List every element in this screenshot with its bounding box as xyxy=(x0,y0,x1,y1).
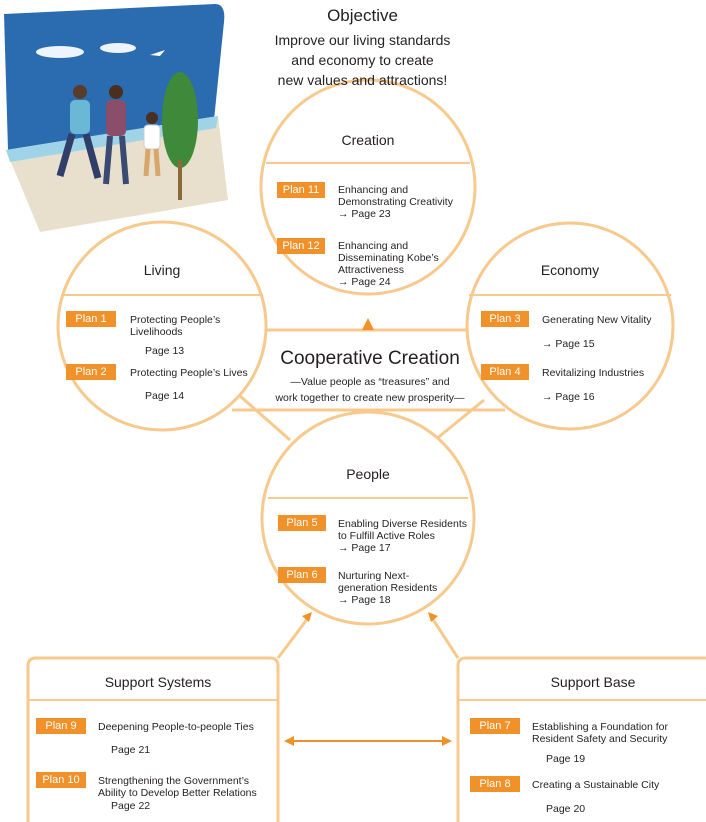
objective-line-2: and economy to create xyxy=(291,52,434,68)
mother-head xyxy=(109,85,123,99)
plan-7-text: Establishing a Foundation for Resident S… xyxy=(532,721,668,745)
plan-5-line-2: to Fulfill Active Roles xyxy=(338,530,435,542)
plan-6-tag: Plan 6 xyxy=(278,567,326,583)
plan-2-tag: Plan 2 xyxy=(66,364,116,380)
cooperative-creation-subtitle-2: work together to create new prosperity— xyxy=(275,392,465,404)
connector-systems-people xyxy=(276,617,310,659)
plan-7-line-1: Establishing a Foundation for xyxy=(532,721,669,733)
arrow-left-icon xyxy=(284,736,294,746)
plan-5-line-1: Enabling Diverse Residents xyxy=(338,518,467,530)
plan-11-text: Enhancing and Demonstrating Creativity →… xyxy=(338,184,453,220)
plan-1-line-2: Livelihoods xyxy=(130,326,183,338)
plan-6-text: Nurturing Next- generation Residents → P… xyxy=(338,570,437,606)
plan-12-line-2: Disseminating Kobe’s xyxy=(338,252,439,264)
plan-1-page: Page 13 xyxy=(145,345,185,357)
plan-10-page: Page 22 xyxy=(111,800,151,812)
plane-icon xyxy=(150,50,165,56)
plan-4-line-1: Revitalizing Industries xyxy=(542,367,645,379)
plan-9-tag: Plan 9 xyxy=(36,718,86,734)
plan-11-line-2: Demonstrating Creativity xyxy=(338,196,453,208)
plan-6-page: → Page 18 xyxy=(338,594,391,606)
plan-6-line-1: Nurturing Next- xyxy=(338,570,410,582)
plan-3-line-1: Generating New Vitality xyxy=(542,314,652,326)
plan-4-page: → Page 16 xyxy=(542,391,595,403)
arrow-icon-left xyxy=(302,612,312,622)
arrow-right-icon xyxy=(442,736,452,746)
child-body xyxy=(143,124,161,150)
plan-8-tag: Plan 8 xyxy=(470,776,520,792)
plan-10-line-2: Ability to Develop Better Relations xyxy=(98,787,257,799)
objective-line-1: Improve our living standards xyxy=(274,32,451,48)
plan-12-page: → Page 24 xyxy=(338,276,391,288)
plan-7-line-2: Resident Safety and Security xyxy=(532,733,668,745)
plan-12-line-1: Enhancing and xyxy=(338,240,409,252)
child-head xyxy=(146,112,158,124)
mother-legs xyxy=(103,135,129,185)
plan-3-tag: Plan 3 xyxy=(481,311,529,327)
support-systems-title: Support Systems xyxy=(104,674,212,690)
family-illustration xyxy=(4,4,228,232)
connector-economy-people xyxy=(434,398,485,442)
plan-1-line-1: Protecting People’s xyxy=(130,314,221,326)
plan-2-page: Page 14 xyxy=(145,390,185,402)
plan-5-tag: Plan 5 xyxy=(278,515,326,531)
cloud-shape xyxy=(36,46,84,58)
support-base-box xyxy=(456,656,706,822)
plan-8-line-1: Creating a Sustainable City xyxy=(532,779,660,791)
plan-12-tag: Plan 12 xyxy=(277,238,325,254)
arrow-icon-right xyxy=(428,612,438,622)
plan-7-tag: Plan 7 xyxy=(470,718,520,734)
plan-3-page: → Page 15 xyxy=(542,338,595,350)
father-legs xyxy=(56,133,102,179)
plan-11-page: → Page 23 xyxy=(338,208,391,220)
plan-7-page: Page 19 xyxy=(546,753,586,765)
creation-title: Creation xyxy=(341,132,395,148)
objective-line-3: new values and attractions! xyxy=(277,72,448,88)
people-title: People xyxy=(346,466,390,482)
plan-10-tag: Plan 10 xyxy=(36,772,86,788)
objective-title: Objective xyxy=(327,6,398,25)
plan-2-line-1: Protecting People’s Lives xyxy=(130,367,248,379)
plan-12-line-3: Attractiveness xyxy=(338,264,404,276)
connector-living-people xyxy=(239,394,291,442)
tree-shape xyxy=(162,72,198,168)
plan-11-tag: Plan 11 xyxy=(277,182,325,198)
father-head xyxy=(73,85,87,99)
plan-10-line-1: Strengthening the Government’s xyxy=(98,775,249,787)
living-title: Living xyxy=(143,262,181,278)
plan-9-page: Page 21 xyxy=(111,744,151,756)
support-base-title: Support Base xyxy=(550,674,636,690)
plan-9-line-1: Deepening People-to-people Ties xyxy=(98,721,254,733)
father-body xyxy=(70,100,90,134)
economy-title: Economy xyxy=(540,262,600,278)
plan-5-page: → Page 17 xyxy=(338,542,391,554)
cloud-shape xyxy=(100,43,136,53)
child-legs xyxy=(143,148,161,177)
plan-12-text: Enhancing and Disseminating Kobe’s Attra… xyxy=(338,240,439,288)
plan-5-text: Enabling Diverse Residents to Fulfill Ac… xyxy=(338,518,467,554)
plan-8-page: Page 20 xyxy=(546,803,586,815)
cooperative-creation-title: Cooperative Creation xyxy=(280,348,460,369)
plan-1-tag: Plan 1 xyxy=(66,311,116,327)
plan-10-text: Strengthening the Government’s Ability t… xyxy=(98,775,257,799)
support-systems-box xyxy=(26,656,280,822)
tree-trunk-shape xyxy=(178,160,182,200)
plan-6-line-2: generation Residents xyxy=(338,582,438,594)
plan-11-line-1: Enhancing and xyxy=(338,184,409,196)
plan-1-text: Protecting People’s Livelihoods xyxy=(130,314,220,338)
connector-base-people xyxy=(430,617,460,659)
cooperative-creation-subtitle-1: —Value people as “treasures” and xyxy=(290,376,450,388)
arrow-up-icon xyxy=(362,318,374,330)
mother-body xyxy=(106,100,126,136)
plan-4-tag: Plan 4 xyxy=(481,364,529,380)
